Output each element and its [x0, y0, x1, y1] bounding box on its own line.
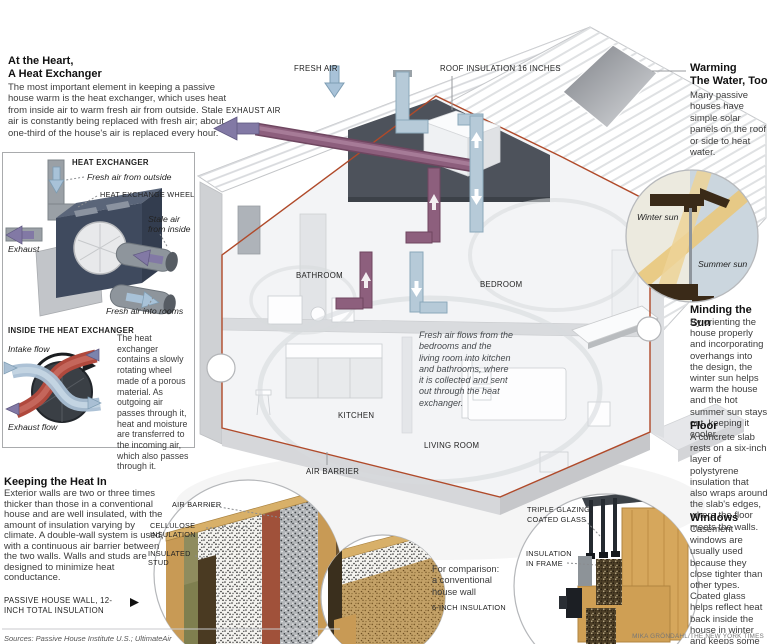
keeping-title: Keeping the Heat In — [4, 476, 107, 488]
windows-title: Windows — [690, 512, 739, 524]
awning — [571, 305, 659, 344]
leader-lines — [326, 70, 686, 465]
wheel-flow-diagram — [3, 348, 102, 423]
label-stale-inside: Stale air from inside — [148, 214, 191, 234]
comparison-insulation: 6-INCH INSULATION — [432, 603, 506, 612]
credit: MIKA GRÖNDAHL/THE NEW YORK TIMES — [632, 633, 764, 640]
label-summer-sun: Summer sun — [698, 259, 748, 269]
inset-label-glazing: TRIPLE GLAZING, COATED GLASS — [527, 505, 593, 524]
winter-sun-ray — [630, 176, 758, 292]
warming-body: Many passive houses have simple solar pa… — [690, 90, 767, 159]
label-living-room: LIVING ROOM — [424, 441, 480, 450]
heart-body: The most important element in keeping a … — [8, 82, 227, 139]
bathroom-window — [237, 205, 261, 255]
warming-title: Warming The Water, Too — [690, 62, 768, 87]
label-bedroom: BEDROOM — [480, 280, 523, 289]
overhang — [650, 194, 704, 206]
comparison-wall-inset — [320, 534, 446, 644]
wall-callout-marker — [206, 353, 236, 383]
label-fresh-outside: Fresh air from outside — [87, 172, 172, 182]
comparison-caption: For comparison: a conventional house wal… — [432, 564, 500, 597]
inset-label-stud: INSULATED STUD — [148, 549, 191, 567]
sun-callout-marker — [636, 316, 662, 342]
stale-duct — [115, 242, 178, 272]
label-intake-flow: Intake flow — [8, 344, 50, 354]
caption-arrow-icon — [130, 598, 139, 607]
fresh-air-arrow — [324, 65, 345, 98]
inset-label-frame: INSULATION IN FRAME — [526, 549, 572, 568]
stud — [198, 555, 216, 644]
inside-exchanger-title: INSIDE THE HEAT EXCHANGER — [8, 326, 135, 335]
exhaust-ducts — [254, 122, 476, 310]
label-roof-insulation: ROOF INSULATION 16 INCHES — [440, 64, 561, 73]
label-bathroom: BATHROOM — [296, 271, 343, 280]
heat-exchanger-inset — [3, 159, 178, 423]
window-inset — [513, 493, 699, 644]
fresh-out-duct — [109, 284, 176, 315]
inset-label-air-barrier: AIR BARRIER — [172, 500, 222, 509]
label-air-barrier: AIR BARRIER — [306, 467, 360, 476]
furniture — [255, 295, 611, 473]
heart-title: At the Heart, A Heat Exchanger — [8, 55, 102, 80]
label-fresh-air: FRESH AIR — [294, 64, 338, 73]
air-barrier-line — [221, 95, 651, 498]
membrane-layer — [262, 506, 280, 644]
inset-label-cellulose: CELLULOSE INSULATION — [150, 521, 196, 539]
label-kitchen: KITCHEN — [338, 411, 375, 420]
label-exhaust-flow: Exhaust flow — [8, 422, 58, 432]
windows-body: Casement windows are usually used becaus… — [690, 524, 763, 644]
wall-label-leaders — [194, 504, 301, 558]
minding-title: Minding the Sun — [690, 304, 752, 329]
fresh-ducts — [393, 70, 484, 314]
sources: Sources: Passive House Institute U.S.; U… — [4, 634, 172, 643]
house-cutaway — [175, 26, 767, 560]
minding-body: By orienting the house properly and inco… — [690, 317, 768, 441]
exhaust-air-arrow — [213, 116, 260, 141]
exchanger-title: HEAT EXCHANGER — [72, 158, 149, 167]
inset-leaders — [65, 176, 169, 307]
solar-panel — [562, 44, 658, 129]
floor-body: A concrete slab rests on a six-inch laye… — [690, 432, 768, 533]
keeping-body: Exterior walls are two or three times th… — [4, 488, 164, 583]
label-exchange-wheel: HEAT EXCHANGE WHEEL — [100, 190, 195, 199]
foundation — [222, 428, 500, 515]
frame-insulation — [596, 559, 622, 605]
exchanger-panel-border — [2, 152, 195, 448]
label-winter-sun: Winter sun — [637, 212, 679, 222]
flow-note: Fresh air flows from the bedrooms and th… — [419, 330, 514, 408]
label-fresh-rooms: Fresh air into rooms — [106, 306, 184, 316]
window-label-leaders — [566, 519, 601, 566]
label-exhaust: Exhaust — [8, 244, 40, 254]
floor-title: Floor — [690, 420, 718, 432]
wall-caption: PASSIVE HOUSE WALL, 12-INCH TOTAL INSULA… — [4, 596, 113, 615]
exchanger-body: The heat exchanger contains a slowly rot… — [117, 333, 189, 472]
label-exhaust-air: EXHAUST AIR — [226, 106, 281, 115]
